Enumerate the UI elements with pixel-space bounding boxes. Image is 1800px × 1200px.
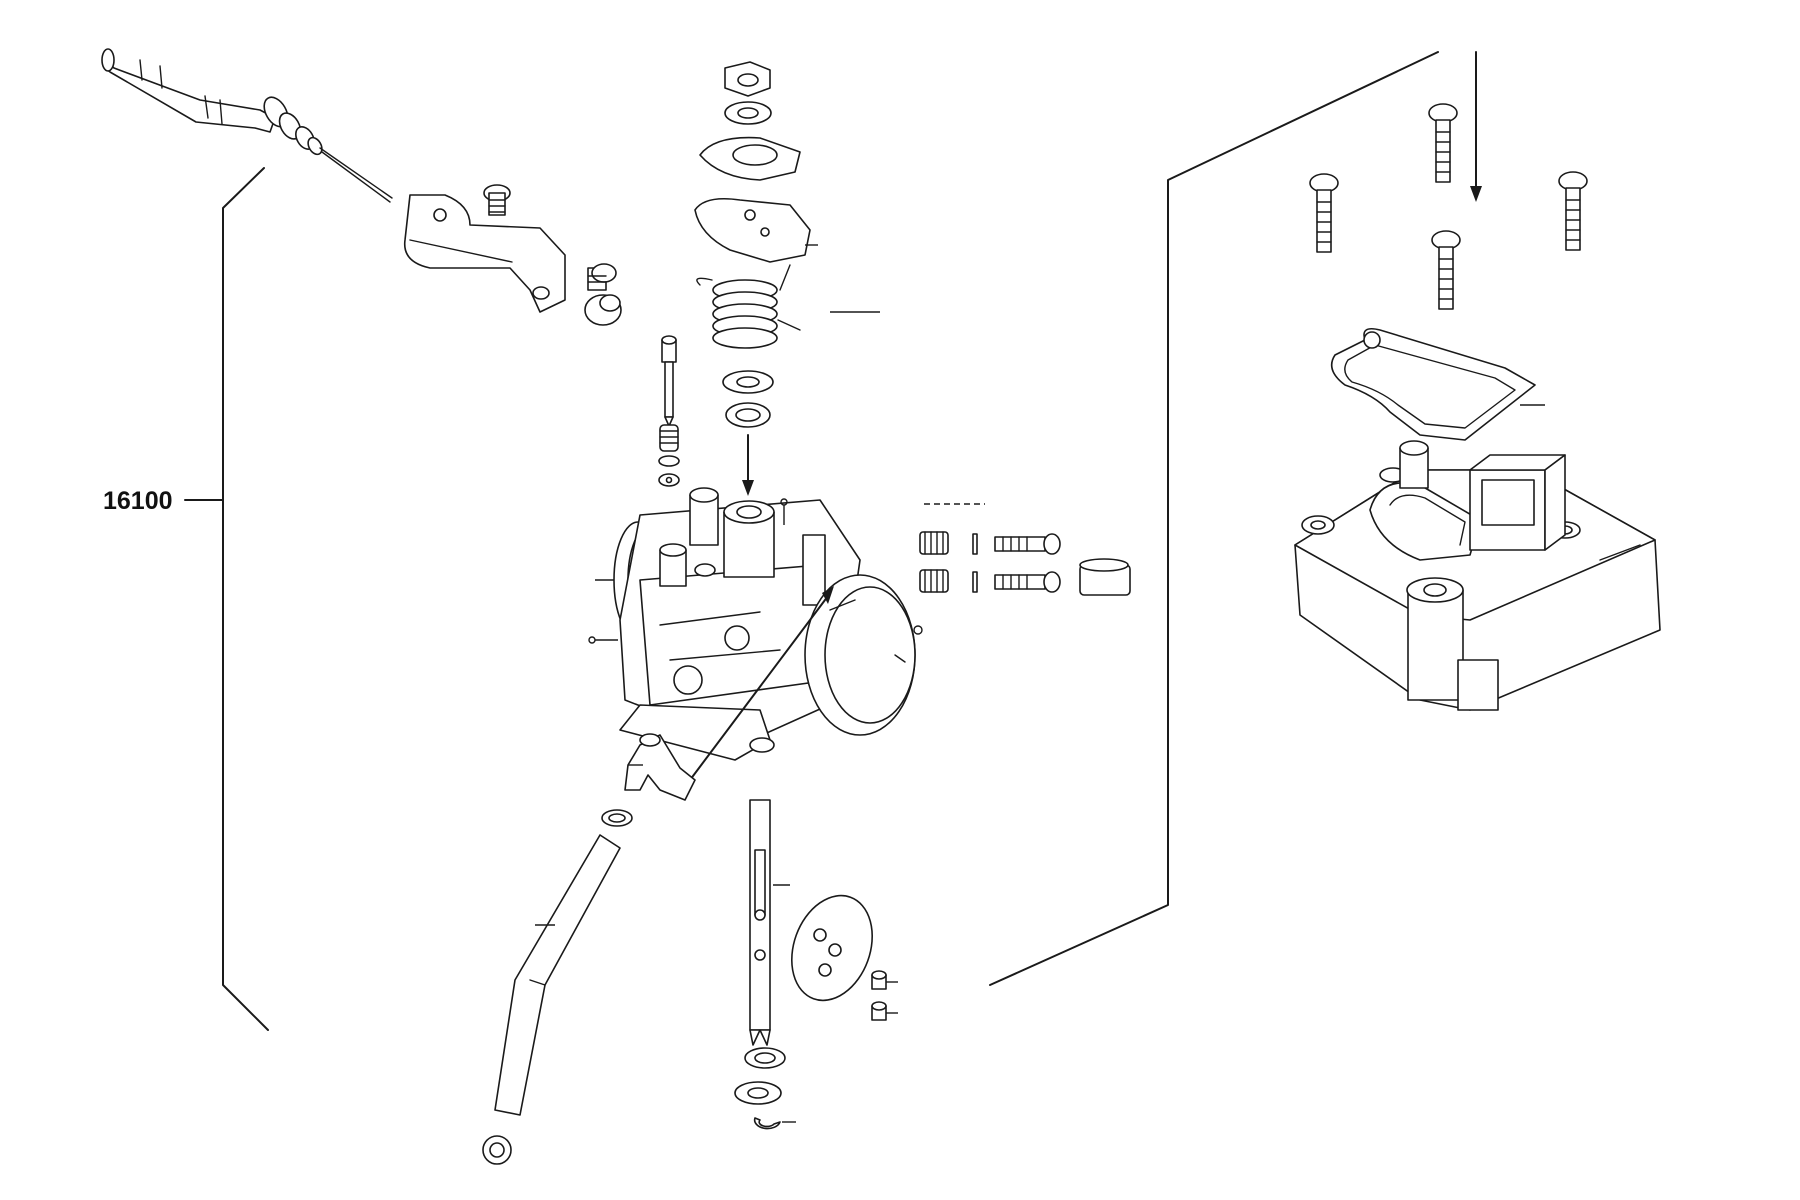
return-spring: [696, 264, 880, 349]
throttle-body: [588, 487, 923, 781]
adjuster-screw: [587, 263, 617, 291]
valve-screws: [871, 970, 898, 1021]
cover-gasket: [1330, 327, 1545, 441]
throttle-cable: [101, 48, 393, 203]
idle-spring: [659, 424, 679, 452]
throttle-lever-plate: [694, 197, 818, 263]
hose-elbow-fitting: [624, 733, 696, 801]
hose-clamp-lower: [482, 1135, 512, 1165]
throttle-position-sensor-housing: [1294, 440, 1661, 711]
hose-clip-upper: [601, 809, 633, 827]
throttle-stop-plate: [699, 136, 801, 181]
adjust-springs-screws: [919, 503, 1131, 596]
shaft-seal-lower: [744, 1047, 786, 1069]
breather-hose: [494, 834, 621, 1116]
assembly-callout-16100: 16100: [103, 487, 173, 515]
cover-arrow: [1470, 51, 1482, 202]
throttle-valve-disc: [790, 894, 874, 1002]
rubber-grommet: [584, 294, 622, 326]
cable-bracket: [403, 184, 566, 313]
flat-washer: [722, 370, 774, 394]
cover-screws: [1309, 103, 1588, 310]
assembly-bracket-line: [184, 167, 269, 1031]
boundary-line: [989, 51, 1439, 986]
throttle-shaft: [749, 799, 790, 1046]
idle-washer: [658, 455, 680, 467]
lock-washer: [724, 101, 772, 125]
hex-nut: [724, 61, 771, 97]
shaft-washer: [734, 1081, 782, 1105]
idle-o-ring: [658, 473, 680, 487]
idle-adjust-screw: [661, 335, 677, 427]
assembly-arrow: [742, 434, 754, 496]
shaft-e-clip: [753, 1117, 796, 1130]
shaft-seal: [725, 402, 771, 428]
